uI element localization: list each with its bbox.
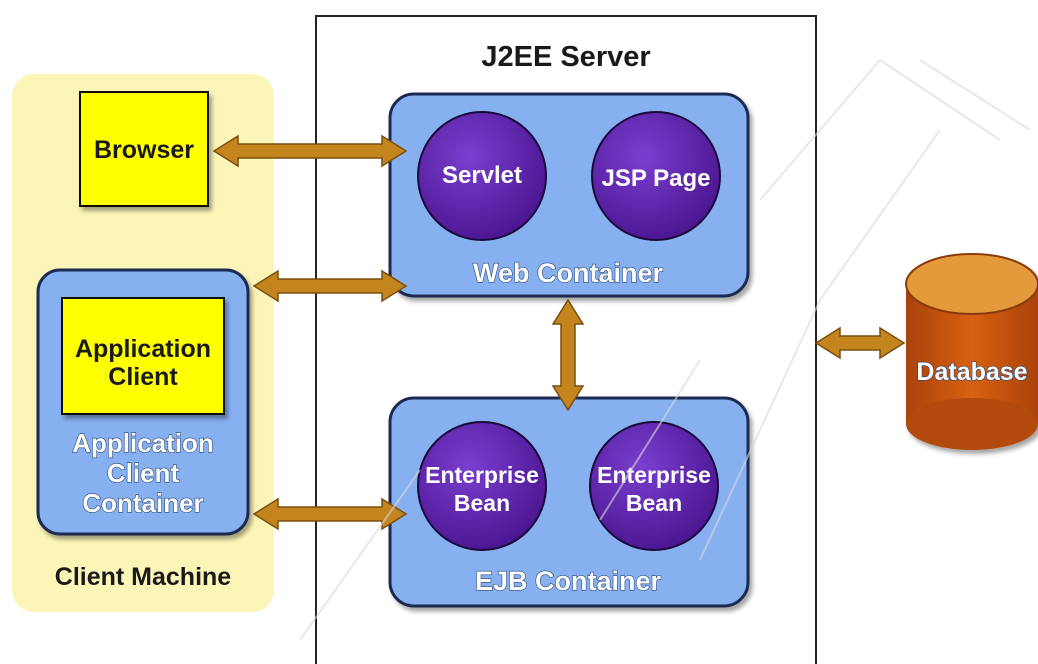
arrow-server-database [814,326,906,360]
bean1-line1: Enterprise [425,462,539,488]
application-client-box [61,297,225,415]
bean2-line2: Bean [626,490,682,516]
bean2-line1: Enterprise [597,462,711,488]
arrow-browser-web [212,134,408,168]
server-title: J2EE Server [481,41,650,73]
bean1-line2: Bean [454,490,510,516]
enterprise-bean-2 [589,421,719,551]
watermark [299,58,1031,641]
web-container-label: Web Container [473,258,664,288]
browser-box [79,91,209,207]
connectors [212,134,906,531]
servlet-component [417,111,547,241]
arrow-appclient-web [252,269,408,303]
acc-line2: Client [107,458,180,488]
database-label: Database [916,358,1027,386]
enterprise-bean-1 [417,421,547,551]
app-client-line2: Client [108,363,178,391]
ejb-container-label: EJB Container [475,566,662,596]
client-machine-label: Client Machine [55,563,232,591]
arrow-web-ejb [551,298,585,412]
app-client-line1: Application [75,335,211,363]
jsp-page-component [591,111,721,241]
browser-label: Browser [94,136,194,164]
acc-line3: Container [82,488,203,518]
arrow-appclient-ejb [252,497,408,531]
servlet-label: Servlet [442,162,522,189]
database-cylinder [905,253,1038,450]
acc-line1: Application [72,428,214,458]
jsp-page-label: JSP Page [602,165,711,192]
